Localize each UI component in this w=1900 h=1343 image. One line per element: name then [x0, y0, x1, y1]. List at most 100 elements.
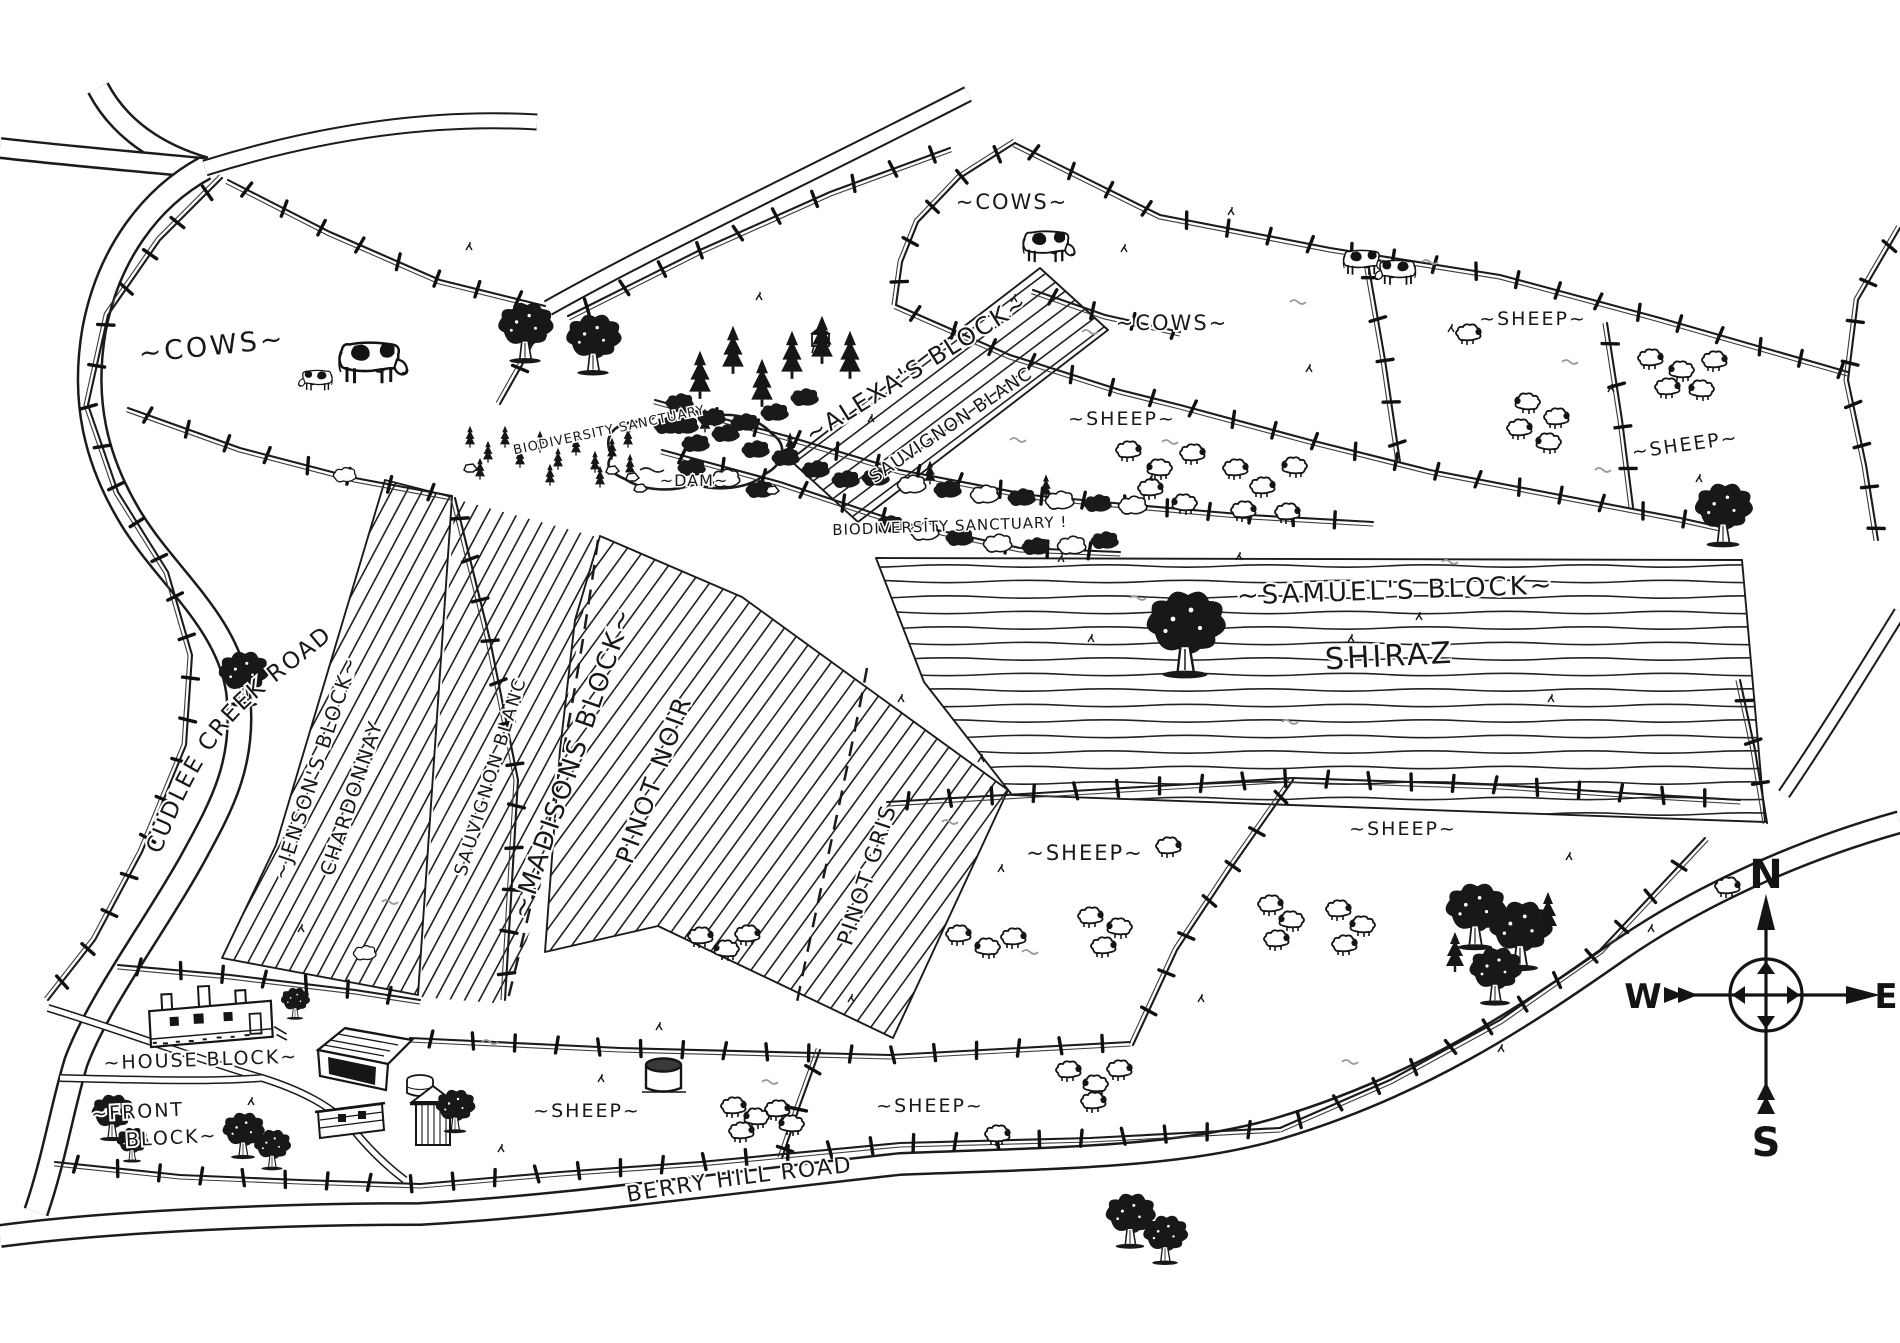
fence-post — [901, 235, 919, 248]
fence-post — [170, 756, 190, 765]
fence-post — [1206, 501, 1212, 522]
fence-post — [1015, 1038, 1022, 1058]
fence-post — [1409, 1057, 1419, 1077]
fence — [225, 178, 547, 311]
squiggle-icon — [381, 899, 399, 905]
fence-post — [596, 1037, 602, 1057]
sheep-icon — [734, 924, 762, 947]
fence-post — [262, 445, 272, 465]
fence-post — [138, 832, 157, 844]
fence-post — [1331, 1094, 1344, 1112]
cow-icon — [1374, 259, 1417, 286]
fence-post — [1031, 783, 1036, 804]
fence-post — [1681, 509, 1688, 529]
fence-post — [470, 596, 490, 604]
fence-post — [1295, 1109, 1303, 1130]
fence-post — [1027, 144, 1041, 161]
tree-icon — [1694, 482, 1754, 549]
fence-post — [505, 761, 525, 768]
grass-icon — [1547, 693, 1555, 703]
fence-post — [183, 419, 191, 439]
sheep-icon — [1637, 348, 1665, 371]
bush-icon — [1090, 531, 1119, 549]
sheep-icon — [1280, 456, 1308, 479]
fence-post — [220, 964, 225, 985]
fence-post — [1491, 775, 1499, 795]
pine-icon — [779, 329, 805, 381]
fence-post — [95, 322, 116, 327]
sheep-icon — [1249, 476, 1277, 499]
fence-post — [764, 1042, 770, 1062]
fence-post — [1576, 780, 1582, 800]
fence-post — [460, 554, 480, 564]
fence-post — [1617, 783, 1625, 803]
sheep-icon — [945, 924, 973, 947]
fence — [44, 174, 224, 1002]
fence-post — [1534, 777, 1540, 798]
bush-icon — [1083, 494, 1112, 512]
sheep-icon — [1687, 379, 1715, 402]
fence-post — [1750, 779, 1771, 786]
fence-post — [911, 1132, 916, 1153]
fence-post — [141, 247, 159, 261]
roads — [0, 82, 1900, 1248]
fence — [1278, 836, 1709, 1133]
fence-post — [501, 887, 522, 892]
squiggle-icon — [1441, 559, 1459, 565]
fence-post — [887, 160, 899, 178]
fence-post — [1157, 968, 1176, 978]
fence-post — [1636, 302, 1642, 322]
fence-post — [731, 224, 745, 242]
sheep-icon — [1348, 915, 1376, 938]
fence-post — [178, 716, 198, 724]
fence-post — [1473, 469, 1483, 489]
fence-post — [1129, 311, 1137, 331]
fence-post — [198, 1166, 205, 1186]
fence-post — [177, 632, 196, 642]
bush-icon — [982, 533, 1013, 553]
bush-icon — [352, 944, 377, 961]
fence-post — [166, 591, 185, 602]
fence-post — [492, 1167, 497, 1188]
fence — [1360, 255, 1407, 464]
fence-post — [1273, 789, 1289, 805]
fence-post — [804, 1063, 822, 1076]
squiggle-icon — [1594, 467, 1612, 473]
fence — [1840, 225, 1900, 542]
fence-post — [1026, 352, 1037, 371]
paddock-label-sheep-ne1: ~SHEEP~ — [1479, 308, 1587, 330]
paddock-label-sheep-mid: ~SHEEP~ — [1068, 408, 1176, 430]
grass-icon — [1087, 633, 1095, 643]
fence-post — [1443, 1038, 1458, 1056]
fence-post — [743, 1147, 749, 1168]
sheep-icon — [1222, 458, 1250, 481]
fence-post — [499, 928, 519, 935]
squiggle-icon — [1341, 1059, 1359, 1065]
sheep-icon — [1115, 440, 1143, 463]
fence — [1031, 288, 1182, 340]
bush-icon — [1056, 535, 1087, 555]
fence-post — [1246, 1119, 1252, 1140]
cow-icon — [297, 369, 334, 392]
squiggle-icon — [1021, 949, 1039, 955]
grass-icon — [465, 241, 473, 251]
fence-post — [680, 1039, 686, 1060]
grass-icon — [1695, 473, 1703, 483]
sheep-icon — [1513, 392, 1541, 415]
fence-post — [1309, 431, 1320, 451]
road-label-berry-hill-text: BERRY HILL ROAD — [623, 1151, 854, 1210]
sheep-icon — [1654, 377, 1682, 400]
tree-icon — [1468, 946, 1523, 1007]
grass-icon — [997, 863, 1005, 873]
fence-post — [427, 1029, 435, 1049]
paddock-label-cows-ne: ~COWS~ — [1116, 311, 1228, 335]
bush-icon — [1044, 490, 1075, 510]
fence-post — [638, 1038, 643, 1059]
fence-post — [87, 362, 107, 369]
bush-icon — [1021, 537, 1050, 555]
sheep-icon — [1331, 934, 1359, 957]
fence-post — [1852, 441, 1872, 450]
fence-post — [394, 252, 402, 272]
fence-post — [1375, 357, 1395, 364]
